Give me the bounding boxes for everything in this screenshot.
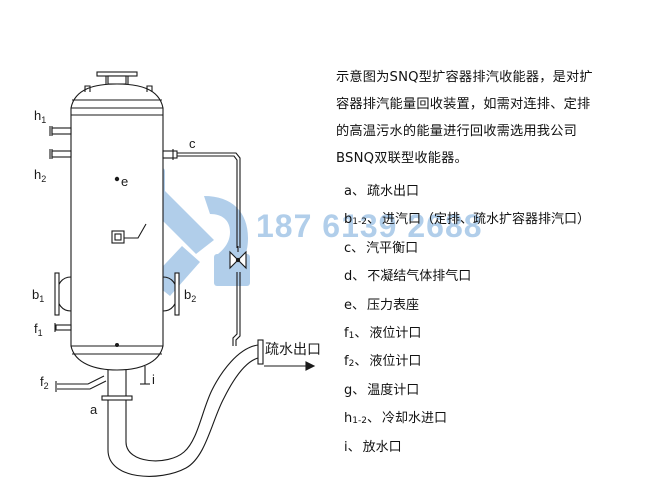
- label-f2: f2: [40, 374, 49, 391]
- legend-list: a、疏水出口 b1-2、进汽口（定排、疏水扩容器排汽口） c、汽平衡口 d、不凝…: [344, 178, 590, 462]
- bottom-drain: [101, 370, 133, 401]
- label-a: a: [90, 402, 98, 417]
- label-c: c: [189, 136, 196, 151]
- h1-nozzle: [49, 126, 72, 136]
- outlet-flange: [257, 339, 264, 365]
- drain-pipe: [107, 344, 259, 477]
- bottom-center-point: [115, 343, 119, 347]
- label-b2: b2: [184, 287, 196, 304]
- legend-item-a: a、疏水出口: [344, 184, 419, 199]
- label-h2: h2: [34, 167, 46, 184]
- h2-nozzle: [49, 149, 72, 159]
- label-f1: f1: [34, 321, 43, 338]
- g-thermometer-box: [111, 223, 147, 244]
- label-i: i: [152, 372, 155, 387]
- description-line: BSNQ双联型收能器。: [336, 151, 468, 166]
- label-e: e: [121, 174, 128, 189]
- f2-nozzle: [55, 375, 107, 392]
- e-pressure-point: [114, 176, 120, 182]
- i-drain-valve: [140, 366, 150, 385]
- legend-item-h: h1-2、冷却水进口: [344, 411, 447, 427]
- description-line: 示意图为SNQ型扩容器排汽收能器，是对扩: [336, 70, 593, 85]
- description-line: 的高温污水的能量进行回收需选用我公司: [336, 124, 577, 139]
- balance-line: [162, 149, 241, 346]
- legend-item-c: c、汽平衡口: [344, 240, 419, 256]
- label-b1: b1: [32, 287, 44, 304]
- legend-item-f1: f1、液位计口: [344, 325, 422, 341]
- legend-item-g: g、温度计口: [344, 382, 420, 398]
- legend-item-i: i、放水口: [344, 439, 402, 455]
- watermark-phone: 187 6139 2688: [256, 208, 483, 244]
- outlet-arrow-head: [305, 361, 316, 371]
- f1-nozzle: [54, 323, 72, 332]
- outlet-label: 疏水出口: [265, 342, 321, 358]
- description-line: 容器排汽能量回收装置，如需对连排、定排: [336, 97, 591, 112]
- label-h1: h1: [34, 108, 46, 125]
- b1-inlet: [54, 272, 72, 316]
- b2-inlet: [162, 272, 180, 316]
- legend-item-f2: f2、液位计口: [344, 354, 422, 370]
- legend-item-e: e、压力表座: [344, 297, 420, 313]
- legend-item-d: d、不凝结气体排气口: [344, 269, 472, 285]
- vessel-shell: [70, 83, 164, 371]
- description-text: 示意图为SNQ型扩容器排汽收能器，是对扩 容器排汽能量回收装置，如需对连排、定排…: [336, 64, 641, 172]
- balance-valve-icon: [229, 246, 247, 270]
- legend-item-b: b1-2、进汽口（定排、疏水扩容器排汽口）: [344, 212, 590, 228]
